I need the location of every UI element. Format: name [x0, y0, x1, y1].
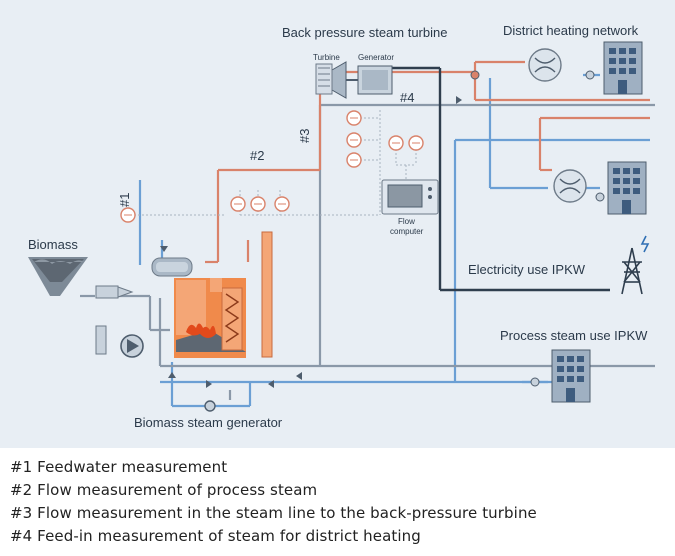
label-measurement-2: #2 — [250, 148, 264, 163]
signal-lines — [130, 110, 417, 216]
generator — [346, 65, 393, 95]
process-diagram: Back pressure steam turbine Turbine Gene… — [0, 0, 675, 448]
label-process-steam-use: Process steam use IPKW — [500, 328, 648, 343]
label-flow-computer-2: computer — [390, 227, 424, 236]
boiler — [174, 278, 246, 358]
label-back-pressure-turbine: Back pressure steam turbine — [282, 25, 447, 40]
heat-exchanger-1 — [528, 48, 562, 82]
legend-item-2: #2 Flow measurement of process steam — [10, 481, 318, 499]
legend-item-4: #4 Feed-in measurement of steam for dist… — [10, 527, 421, 545]
meter-needles — [124, 117, 420, 216]
lightning-icon — [640, 235, 650, 253]
feedwater-pump — [95, 325, 144, 358]
power-line — [392, 66, 610, 292]
label-turbine: Turbine — [313, 53, 340, 62]
flow-arrows — [160, 96, 462, 388]
valves — [470, 70, 605, 387]
building-district-2 — [607, 161, 647, 215]
label-measurement-3: #3 — [297, 129, 312, 143]
return-pump — [204, 400, 216, 412]
power-pylon-icon — [621, 247, 643, 295]
building-process-steam — [551, 349, 591, 403]
biomass-hopper — [28, 257, 134, 299]
steam-drum — [151, 257, 193, 277]
label-biomass-generator: Biomass steam generator — [134, 415, 283, 430]
label-district-heating: District heating network — [503, 23, 639, 38]
turbine — [315, 61, 347, 99]
flow-computer — [381, 179, 439, 215]
label-measurement-1: #1 — [117, 193, 132, 207]
stack — [261, 231, 273, 358]
heat-exchanger-2 — [553, 169, 587, 203]
label-electricity-use: Electricity use IPKW — [468, 262, 586, 277]
legend-item-3: #3 Flow measurement in the steam line to… — [10, 504, 537, 522]
label-flow-computer-1: Flow — [398, 217, 415, 226]
meters-3 — [346, 110, 362, 168]
legend-item-1: #1 Feedwater measurement — [10, 458, 228, 476]
label-measurement-4: #4 — [400, 90, 414, 105]
label-generator: Generator — [358, 53, 394, 62]
building-district-1 — [603, 41, 643, 95]
label-biomass: Biomass — [28, 237, 78, 252]
